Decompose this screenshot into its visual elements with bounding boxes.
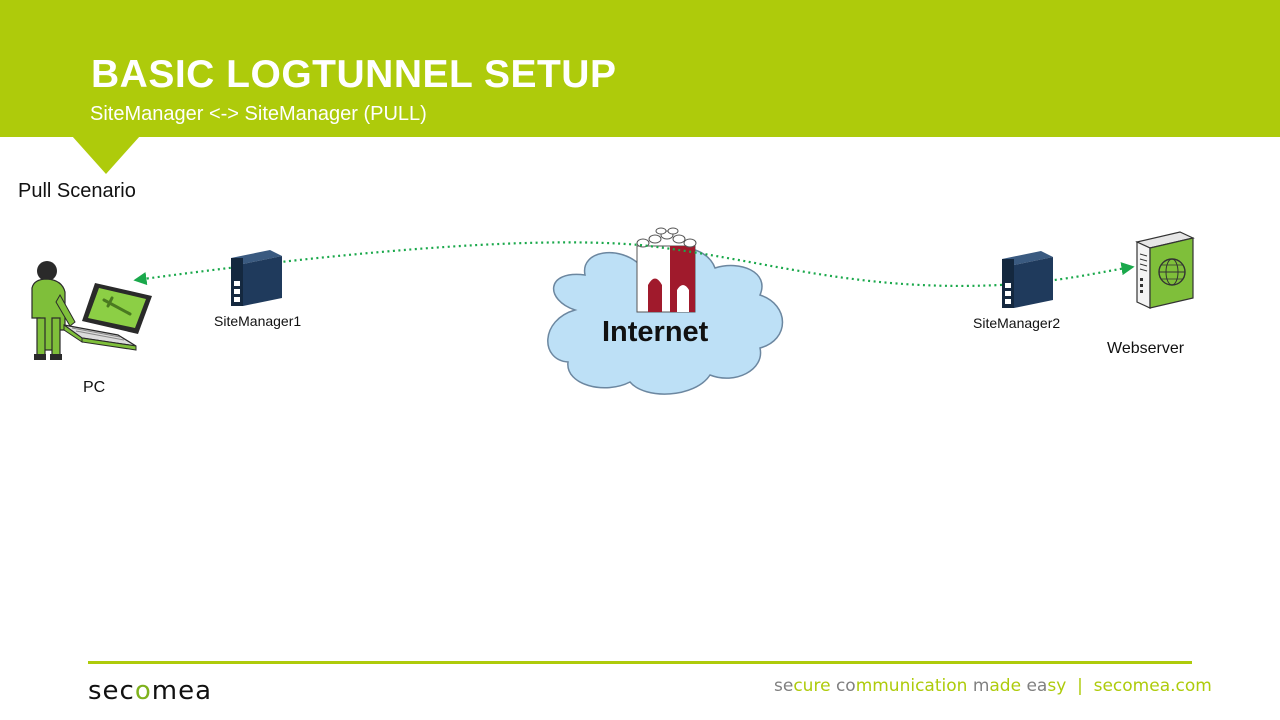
sitemanager1-label: SiteManager1 <box>214 313 302 329</box>
header-notch <box>72 136 140 174</box>
scenario-label: Pull Scenario <box>18 180 136 202</box>
webserver-label: Webserver <box>1107 340 1185 357</box>
tagline-part: m <box>972 676 990 696</box>
header-banner: BASIC LOGTUNNEL SETUP SiteManager <-> Si… <box>0 0 1280 137</box>
tagline-part: sy <box>1047 676 1067 696</box>
page-subtitle: SiteManager <-> SiteManager (PULL) <box>90 103 427 125</box>
user-at-laptop-icon <box>31 261 152 360</box>
secomea-logo: secomea <box>88 676 212 706</box>
sitemanager2-label: SiteManager2 <box>973 315 1061 331</box>
pc-label: PC <box>83 379 106 396</box>
logo-part: sec <box>88 676 135 706</box>
tagline-part: ea <box>1026 676 1048 696</box>
page-title: BASIC LOGTUNNEL SETUP <box>91 53 617 96</box>
tagline-part: co <box>835 676 856 696</box>
sitemanager2-device-icon <box>1002 251 1053 308</box>
internet-label: Internet <box>602 316 709 348</box>
logo-part: mea <box>151 676 213 706</box>
sitemanager1-device-icon <box>231 250 282 306</box>
tagline-separator: | <box>1066 676 1094 696</box>
gatemanager-castle-icon <box>636 227 697 313</box>
footer-tagline: secure communication made easy | secomea… <box>774 676 1212 696</box>
tagline-part: mmunication <box>855 676 973 696</box>
tagline-part: se <box>774 676 794 696</box>
webserver-icon <box>1135 231 1195 309</box>
footer-divider <box>88 661 1192 664</box>
tagline-part: cure <box>793 676 836 696</box>
logo-power-o: o <box>134 676 152 706</box>
website-link[interactable]: secomea.com <box>1093 676 1212 696</box>
tagline-part: ade <box>989 676 1027 696</box>
